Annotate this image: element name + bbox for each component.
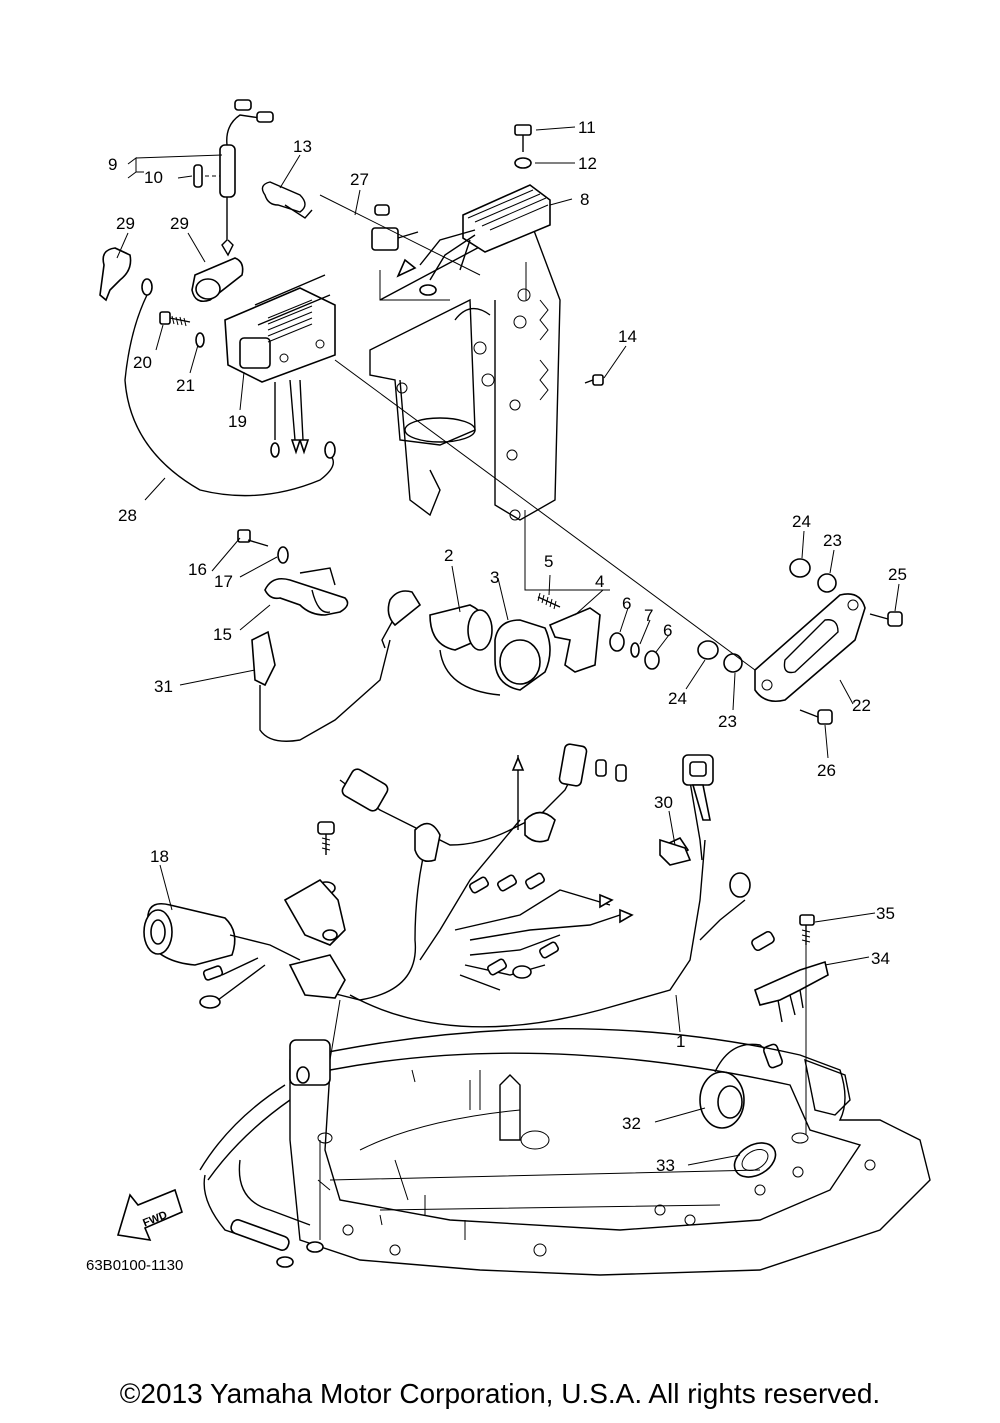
label-part-13: 13 (293, 137, 312, 156)
switch-part-18 (143, 902, 301, 1009)
bracket-part-22 (754, 593, 866, 703)
nut-part-6-a (609, 632, 625, 652)
sensor-part-2 (429, 604, 501, 696)
bolt-part-35 (799, 914, 815, 945)
connector-part-27 (371, 204, 419, 251)
label-part-28: 28 (118, 506, 137, 525)
main-bracket (369, 219, 610, 591)
plug-cap-part-2-lead (381, 590, 422, 649)
rectifier-part-8 (396, 184, 551, 296)
label-part-15: 15 (213, 625, 232, 644)
stud-part-5 (537, 592, 561, 610)
clamp-part-15 (264, 567, 349, 616)
label-part-17: 17 (214, 572, 233, 591)
label-part-24-a: 24 (792, 512, 811, 531)
seal-part-33 (733, 1142, 777, 1178)
label-part-20: 20 (133, 353, 152, 372)
label-part-12: 12 (578, 154, 597, 173)
collar-part-23-b (723, 653, 743, 673)
washer-part-17 (277, 546, 289, 564)
label-part-10: 10 (144, 168, 163, 187)
label-part-2: 2 (444, 546, 453, 565)
bolt-part-25 (869, 611, 903, 627)
cap-part-10 (193, 164, 220, 188)
label-part-24-b: 24 (668, 689, 687, 708)
label-part-26: 26 (817, 761, 836, 780)
label-part-7: 7 (644, 606, 653, 625)
label-part-19: 19 (228, 412, 247, 431)
label-part-29-b: 29 (170, 214, 189, 233)
plug-cap-part-31 (251, 630, 391, 742)
drawing-code: 63B0100-1130 (86, 1257, 183, 1274)
bracket-bolt-assembly (283, 821, 346, 999)
assembly-line-1 (334, 359, 756, 671)
grommet-part-24-b (697, 640, 719, 660)
cdi-unit-part-19 (224, 274, 336, 458)
label-part-33: 33 (656, 1156, 675, 1175)
collar-part-23-a (817, 573, 837, 593)
label-part-5: 5 (544, 552, 553, 571)
cap-part-29-left (99, 247, 132, 302)
fwd-arrow-icon: FWD (116, 1188, 183, 1242)
label-part-6-b: 6 (663, 621, 672, 640)
washer-part-12 (514, 157, 532, 169)
part-number-labels: 1 2 3 4 5 6 6 7 8 9 10 11 12 13 14 15 16… (108, 118, 907, 1175)
nut-part-6-b (644, 650, 660, 670)
grommet-part-32 (699, 1043, 784, 1129)
label-part-32: 32 (622, 1114, 641, 1133)
grommet-part-24-a (789, 558, 811, 578)
screw-part-14 (584, 374, 604, 386)
clip-part-30 (659, 838, 692, 866)
label-part-25: 25 (888, 565, 907, 584)
label-part-4: 4 (595, 572, 604, 591)
label-part-29-a: 29 (116, 214, 135, 233)
washer-part-7 (630, 642, 640, 658)
clip-part-13 (261, 181, 313, 219)
label-part-23-a: 23 (823, 531, 842, 550)
label-part-23-b: 23 (718, 712, 737, 731)
callout-leaders (116, 126, 900, 1166)
label-part-31: 31 (154, 677, 173, 696)
bolt-part-16 (237, 529, 269, 547)
copyright-footer: ©2013 Yamaha Motor Corporation, U.S.A. A… (119, 1378, 881, 1409)
bracket-part-34 (754, 960, 829, 1023)
washer-part-21 (195, 332, 205, 348)
bolt-part-26 (799, 709, 833, 725)
connector-part-9 (219, 99, 274, 257)
label-part-1: 1 (676, 1032, 685, 1051)
label-part-30: 30 (654, 793, 673, 812)
label-part-18: 18 (150, 847, 169, 866)
label-part-34: 34 (871, 949, 890, 968)
bolt-part-11 (514, 124, 532, 152)
label-part-22: 22 (852, 696, 871, 715)
label-part-21: 21 (176, 376, 195, 395)
label-part-14: 14 (618, 327, 637, 346)
bolt-part-20 (159, 311, 191, 327)
assembly-line-2 (319, 194, 481, 276)
label-part-9: 9 (108, 155, 117, 174)
label-part-3: 3 (490, 568, 499, 587)
label-part-11: 11 (578, 118, 596, 137)
ring-terminal-part-28 (124, 278, 336, 497)
label-part-35: 35 (876, 904, 895, 923)
bracket-part-4 (548, 607, 601, 673)
holder-part-3 (494, 619, 551, 691)
label-part-16: 16 (188, 560, 207, 579)
cap-part-29-right (191, 257, 244, 303)
label-part-27: 27 (350, 170, 369, 189)
wire-harness-part-1 (319, 743, 775, 1028)
label-part-8: 8 (580, 190, 589, 209)
bottom-cowling (199, 945, 931, 1276)
label-part-6-a: 6 (622, 594, 631, 613)
